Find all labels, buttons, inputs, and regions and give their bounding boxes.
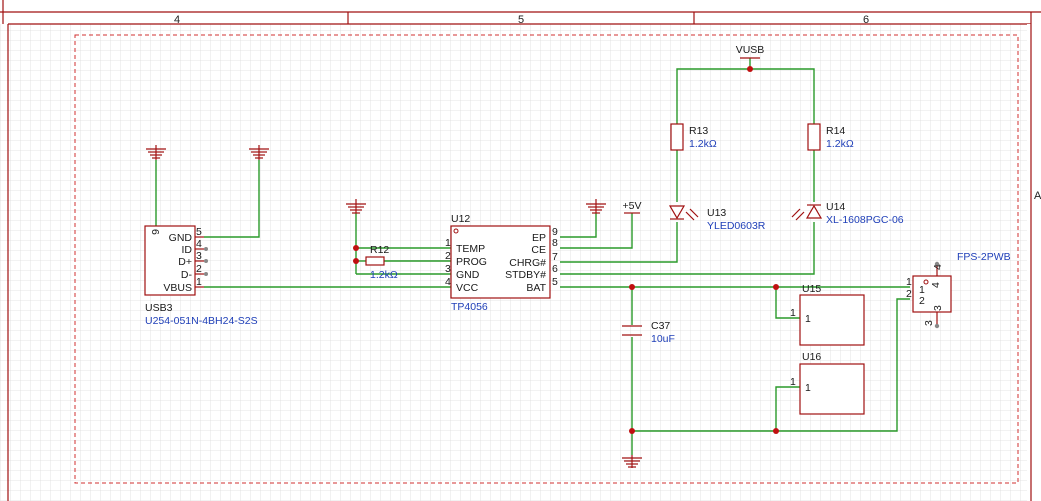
switch-pin-number-1-inner: 1 — [919, 284, 925, 296]
usb3-pin-number-3: 3 — [196, 250, 202, 262]
u12-part-number: TP4056 — [451, 301, 488, 313]
u12-pin-number-8: 8 — [552, 237, 558, 249]
wires — [155, 58, 910, 455]
usb3-part-number: U254-051N-4BH24-S2S — [145, 315, 258, 327]
u12-pin-number-9: 9 — [552, 226, 558, 238]
frame-border: A — [7, 24, 1041, 501]
switch-pin-number-4: 4 — [932, 264, 944, 270]
u12-pin-number-7: 7 — [552, 251, 558, 263]
u15-designator: U15 — [802, 283, 821, 295]
column-label-5: 5 — [518, 14, 524, 26]
power-flag-5v: +5V — [623, 200, 642, 214]
r12-designator: R12 — [370, 244, 389, 256]
u13-part-number: YLED0603R — [707, 220, 766, 232]
usb3-pin-name-vbus: VBUS — [163, 282, 192, 294]
c37-designator: C37 — [651, 320, 670, 332]
u16-pin-number: 1 — [790, 376, 796, 388]
r14-value: 1.2kΩ — [826, 138, 854, 150]
u12-pin-name-temp: TEMP — [456, 243, 485, 255]
column-label-6: 6 — [863, 14, 869, 26]
r13-designator: R13 — [689, 125, 708, 137]
ground-symbol-tp4056-ep — [586, 199, 606, 214]
switch-pin-number-1-outer: 1 — [906, 276, 912, 288]
c37-value: 10uF — [651, 333, 675, 345]
u12-pin-name-prog: PROG — [456, 256, 487, 268]
u12-pin-name-gnd: GND — [456, 269, 480, 281]
usb3-pin-number-2: 2 — [196, 263, 202, 275]
u16-pad[interactable]: U16 1 1 — [790, 351, 865, 415]
r14-resistor[interactable]: R14 1.2kΩ — [807, 123, 854, 151]
u12-pin-number-1: 1 — [445, 237, 451, 249]
usb3-designator: USB3 — [145, 302, 173, 314]
ground-symbol-usb-shield — [146, 145, 166, 160]
u15-pin-number: 1 — [790, 307, 796, 319]
power-flag-vusb-label: VUSB — [736, 44, 765, 56]
u12-pin-name-ep: EP — [532, 232, 546, 244]
u14-designator: U14 — [826, 201, 845, 213]
r12-value: 1.2kΩ — [370, 269, 398, 281]
usb3-pin-name-id: ID — [182, 244, 193, 256]
switch-pin-number-4-inner: 4 — [930, 282, 942, 288]
u13-led[interactable]: U13 YLED0603R — [668, 205, 766, 232]
u12-pin-number-6: 6 — [552, 263, 558, 275]
u12-designator: U12 — [451, 213, 470, 225]
sheet-boundary — [74, 34, 1019, 484]
u16-designator: U16 — [802, 351, 821, 363]
usb3-pin-number-4: 4 — [196, 238, 202, 250]
usb3-pin-number-5: 5 — [196, 226, 202, 238]
r13-resistor[interactable]: R13 1.2kΩ — [670, 123, 717, 151]
switch-pin-number-2-inner: 2 — [919, 295, 925, 307]
u13-designator: U13 — [707, 207, 726, 219]
switch-pin-number-2-outer: 2 — [906, 288, 912, 300]
u12-pin-name-vcc: VCC — [456, 282, 479, 294]
ground-symbol-tp4056-left — [346, 199, 366, 214]
u16-inner-pin-label: 1 — [805, 382, 811, 394]
switch-pin-number-3-outer: 3 — [923, 320, 935, 326]
usb3-pin-number-1: 1 — [196, 276, 202, 288]
r12-resistor[interactable]: R12 1.2kΩ — [365, 244, 398, 281]
power-switch[interactable]: FPS-2PWB 1 2 1 2 4 4 3 3 — [906, 251, 1011, 329]
usb3-connector[interactable]: 6 GND ID D+ D- VBUS 5 4 3 2 1 USB3 U254-… — [144, 225, 258, 327]
usb3-shield-pin-number: 6 — [149, 229, 161, 235]
u12-pin-name-chrg: CHRG# — [509, 257, 546, 269]
switch-overlapping-designator: FPS-2PWB — [957, 251, 1011, 263]
u12-pin-number-2: 2 — [445, 250, 451, 262]
c37-capacitor[interactable]: C37 10uF — [622, 320, 675, 345]
column-label-4: 4 — [174, 14, 180, 26]
u12-pin-number-4: 4 — [445, 276, 451, 288]
u12-charger-ic[interactable]: U12 TP4056 TEMP PROG GND VCC 1 2 3 4 EP … — [445, 213, 558, 313]
r14-designator: R14 — [826, 125, 845, 137]
u12-pin-name-stdby: STDBY# — [505, 269, 546, 281]
usb3-pin-name-gnd: GND — [169, 232, 193, 244]
ground-symbol-battery — [622, 455, 642, 468]
row-label-a: A — [1034, 190, 1041, 202]
frame-header: 4 5 6 — [0, 0, 1041, 26]
u12-pin-name-bat: BAT — [526, 282, 546, 294]
u12-pin-number-5: 5 — [552, 276, 558, 288]
u12-pin-name-ce: CE — [531, 244, 546, 256]
power-flag-vusb: VUSB — [736, 44, 765, 59]
power-flag-5v-label: +5V — [623, 200, 642, 212]
u14-part-number: XL-1608PGC-06 — [826, 214, 904, 226]
usb3-pin-name-dplus: D+ — [178, 256, 192, 268]
u15-pad[interactable]: U15 1 1 — [790, 283, 865, 346]
u12-pin-number-3: 3 — [445, 263, 451, 275]
u15-inner-pin-label: 1 — [805, 313, 811, 325]
usb3-pin-name-dminus: D- — [181, 269, 193, 281]
junctions — [353, 66, 779, 434]
ground-symbol-usb-gnd — [249, 145, 269, 160]
switch-pin-number-3: 3 — [932, 305, 944, 311]
r13-value: 1.2kΩ — [689, 138, 717, 150]
u14-led[interactable]: U14 XL-1608PGC-06 — [791, 201, 904, 226]
